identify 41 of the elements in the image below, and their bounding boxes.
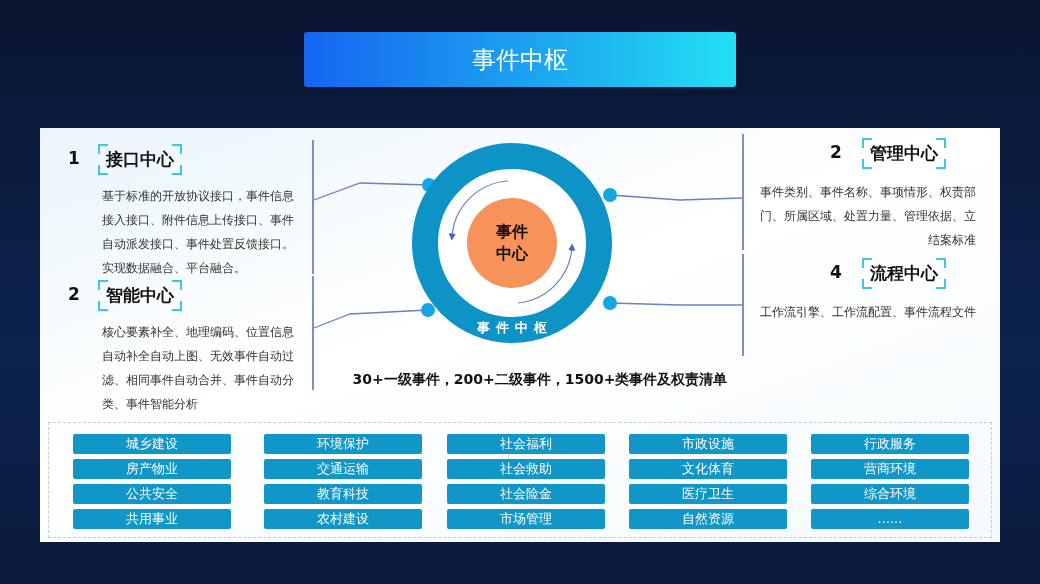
category-tag: 文化体育 bbox=[629, 459, 787, 479]
section-heading: 接口中心 bbox=[98, 144, 182, 175]
category-tag: 社会险金 bbox=[447, 484, 605, 504]
ring-label: 事件中枢 bbox=[476, 320, 554, 335]
summary-text: 30+一级事件，200+二级事件，1500+类事件及权责清单 bbox=[351, 371, 729, 389]
connector-line bbox=[313, 178, 436, 201]
category-tag: 房产物业 bbox=[73, 459, 231, 479]
category-tag: ...... bbox=[811, 509, 969, 529]
section-heading: 管理中心 bbox=[862, 138, 946, 169]
category-tag: 市政设施 bbox=[629, 434, 787, 454]
description-text: 事件类别、事件名称、事项情形、权责部门、所属区域、处置力量、管理依据、立结案标准 bbox=[759, 184, 976, 249]
category-tag: 市场管理 bbox=[447, 509, 605, 529]
category-tag: 共用事业 bbox=[73, 509, 231, 529]
step-number: 1 bbox=[68, 148, 80, 168]
connector-line bbox=[313, 303, 435, 329]
category-tag: 环境保护 bbox=[264, 434, 422, 454]
category-tag: 自然资源 bbox=[629, 509, 787, 529]
category-panel bbox=[48, 422, 992, 538]
connector-line bbox=[603, 296, 743, 310]
section-heading: 流程中心 bbox=[862, 258, 946, 289]
center-circle: 事件中心 bbox=[467, 198, 557, 288]
description-text: 基于标准的开放协议接口，事件信息接入接口、附件信息上传接口、事件自动派发接口、事件处置反馈接口。实现数据融合、平台融合。 bbox=[102, 188, 295, 277]
category-tag: 教育科技 bbox=[264, 484, 422, 504]
category-tag: 社会救助 bbox=[447, 459, 605, 479]
category-tag: 农村建设 bbox=[264, 509, 422, 529]
description-text: 工作流引擎、工作流配置、事件流程文件 bbox=[759, 304, 976, 321]
category-tag: 行政服务 bbox=[811, 434, 969, 454]
category-tag: 营商环境 bbox=[811, 459, 969, 479]
step-number: 2 bbox=[830, 142, 842, 162]
description-text: 核心要素补全、地理编码、位置信息自动补全自动上图、无效事件自动过滤、相同事件自动合并、事件自动分类、事件智能分析 bbox=[102, 324, 295, 413]
category-tag: 公共安全 bbox=[73, 484, 231, 504]
category-tag: 医疗卫生 bbox=[629, 484, 787, 504]
category-tag: 综合环境 bbox=[811, 484, 969, 504]
category-tag: 交通运输 bbox=[264, 459, 422, 479]
category-tag: 社会福利 bbox=[447, 434, 605, 454]
category-tag: 城乡建设 bbox=[73, 434, 231, 454]
title-banner: 事件中枢 bbox=[304, 32, 736, 87]
connector-line bbox=[603, 188, 743, 202]
step-number: 2 bbox=[68, 284, 80, 304]
section-heading: 智能中心 bbox=[98, 280, 182, 311]
step-number: 4 bbox=[830, 262, 842, 282]
